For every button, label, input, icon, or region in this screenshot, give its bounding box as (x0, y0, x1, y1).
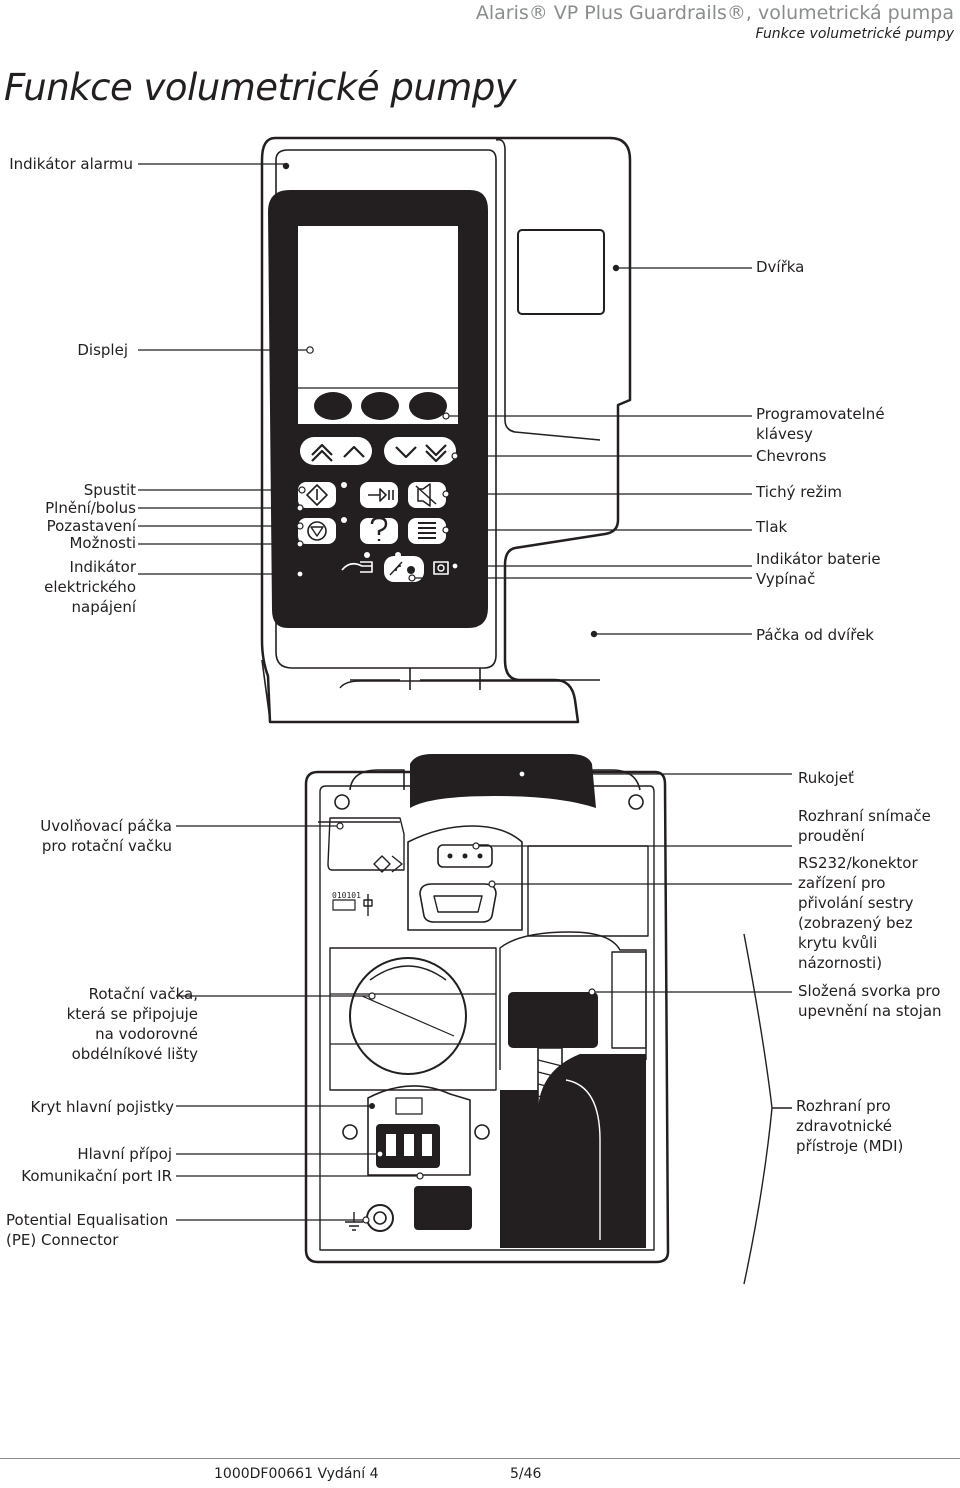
label-door-lever: Páčka od dvířek (756, 626, 874, 644)
label-rotary-cam: Rotační vačka, která se připojuje na vod… (66, 985, 198, 1063)
label-chevrons: Chevrons (756, 447, 827, 465)
label-softkeys: Programovatelné klávesy (756, 405, 885, 443)
label-battery-indicator: Indikátor baterie (756, 550, 881, 568)
label-options: Možnosti (69, 534, 136, 552)
pump-front-view (260, 136, 632, 724)
label-fuse-cover: Kryt hlavní pojistky (30, 1098, 174, 1116)
label-pressure: Tlak (756, 518, 788, 536)
footer-page-number: 5/46 (510, 1466, 542, 1482)
label-pole-clamp: Složená svorka pro upevnění na stojan (798, 982, 942, 1020)
label-mains-inlet: Hlavní přípoj (77, 1145, 172, 1163)
label-power-switch: Vypínač (756, 570, 816, 588)
label-mdi: Rozhraní pro zdravotnické přístroje (MDI… (796, 1097, 904, 1155)
label-pe-connector: Potential Equalisation (PE) Connector (6, 1211, 169, 1249)
page-title: Funkce volumetrické pumpy (4, 66, 517, 109)
footer-divider (0, 1458, 960, 1459)
label-start: Spustit (83, 481, 136, 499)
label-ir-port: Komunikační port IR (21, 1167, 172, 1185)
binary-icon-text: 010101 (332, 891, 361, 900)
label-rs232: RS232/konektor zařízení pro přivolání se… (798, 854, 918, 972)
label-handle: Rukojeť (798, 769, 854, 787)
label-prime-bolus: Plnění/bolus (45, 499, 136, 517)
footer-document-number: 1000DF00661 Vydání 4 (214, 1466, 379, 1482)
product-header: Alaris® VP Plus Guardrails®, volumetrick… (475, 2, 954, 24)
rear-leader-lines (176, 770, 792, 1285)
front-leader-lines (138, 162, 752, 638)
label-ac-indicator: Indikátor elektrického napájení (44, 558, 136, 616)
label-display: Displej (77, 341, 128, 359)
label-door: Dvířka (756, 258, 805, 276)
pump-rear-view (304, 754, 670, 1264)
label-silence: Tichý režim (756, 483, 842, 501)
label-cam-release: Uvolňovací páčka pro rotační vačku (40, 817, 172, 855)
label-pause: Pozastavení (46, 517, 136, 535)
section-header: Funkce volumetrické pumpy (755, 26, 954, 42)
label-alarm-indicator: Indikátor alarmu (9, 155, 133, 173)
label-flow-sensor: Rozhraní snímače proudění (798, 807, 931, 845)
